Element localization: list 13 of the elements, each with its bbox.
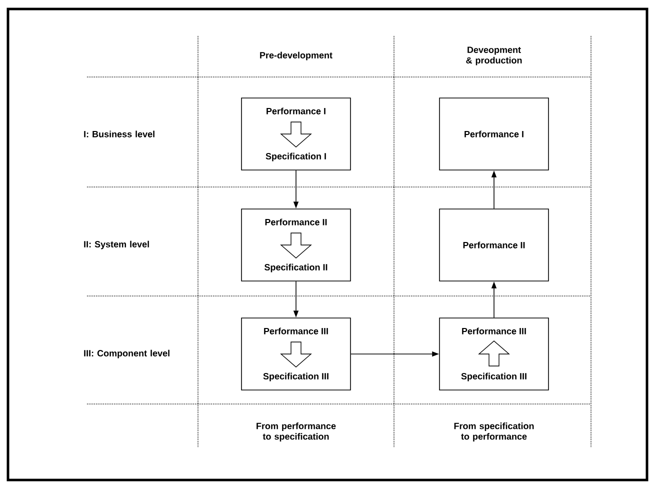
column-heading: Pre-development [260, 52, 332, 60]
row-label: II: System level [84, 240, 149, 250]
process-box: Performance III Specification III [439, 318, 549, 390]
column-note: From specification to performance [454, 422, 534, 442]
process-box: Performance II Specification II [241, 208, 351, 282]
row-label: III: Component level [84, 350, 170, 358]
process-box: Performance I Specification I [241, 98, 351, 170]
row-label: I: Business level [84, 130, 154, 138]
process-box: Performance III Specification III [241, 318, 351, 390]
column-heading: Deveopment & production [466, 46, 522, 66]
process-box: Performance II [439, 208, 549, 282]
column-note: From performance to specification [256, 422, 336, 442]
process-box: Performance I [439, 98, 549, 170]
